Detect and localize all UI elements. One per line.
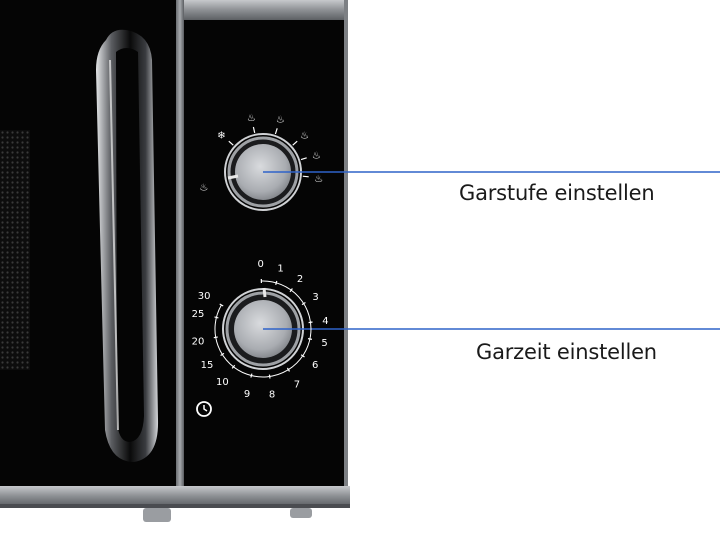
timer-scale-arc xyxy=(214,280,312,378)
power-level-tick xyxy=(300,157,307,161)
timer-scale-label: 20 xyxy=(192,337,205,348)
power-level-callout-label: Garstufe einstellen xyxy=(459,181,655,205)
power-level-tick xyxy=(292,140,298,146)
timer-scale-label: 8 xyxy=(269,389,275,400)
low-heat-icon: ♨ xyxy=(199,182,208,193)
timer-scale-label: 30 xyxy=(198,291,211,302)
medium-heat-icon: ♨ xyxy=(300,131,309,142)
timer-scale-tick xyxy=(219,303,224,307)
power-level-tick xyxy=(274,128,278,135)
clock-icon xyxy=(196,401,212,417)
cooking-time-callout-label: Garzeit einstellen xyxy=(476,340,657,364)
timer-scale-label: 5 xyxy=(321,338,327,349)
door-handle[interactable] xyxy=(96,29,159,462)
power-level-tick xyxy=(252,126,256,134)
timer-scale-label: 9 xyxy=(244,389,250,400)
low-heat-icon: ♨ xyxy=(247,113,256,124)
power-level-tick xyxy=(302,175,309,178)
door xyxy=(0,0,178,490)
defrost-icon: ❄ xyxy=(217,131,225,142)
timer-scale-label: 10 xyxy=(216,377,229,388)
high-heat-icon: ♨ xyxy=(314,174,323,185)
foot xyxy=(143,508,171,522)
base xyxy=(0,486,350,522)
timer-scale-label: 1 xyxy=(277,264,283,275)
timer-scale-label: 0 xyxy=(258,259,264,270)
timer-scale-label: 2 xyxy=(297,274,303,285)
timer-scale-label: 3 xyxy=(312,292,318,303)
timer-scale-label: 7 xyxy=(294,379,300,390)
timer-scale-label: 4 xyxy=(322,316,328,327)
timer-scale-label: 6 xyxy=(312,360,318,371)
medium-low-heat-icon: ♨ xyxy=(276,115,285,126)
control-panel xyxy=(184,0,348,490)
door-window-mesh xyxy=(0,130,30,370)
timer-scale-label: 25 xyxy=(192,309,205,320)
power-level-scale: ❄♨♨♨♨♨♨ xyxy=(199,113,323,193)
foot xyxy=(290,508,312,518)
door-seam xyxy=(176,0,184,490)
power-level-tick xyxy=(228,140,234,146)
timer-scale-label: 15 xyxy=(201,360,214,371)
medium-high-heat-icon: ♨ xyxy=(312,151,321,162)
